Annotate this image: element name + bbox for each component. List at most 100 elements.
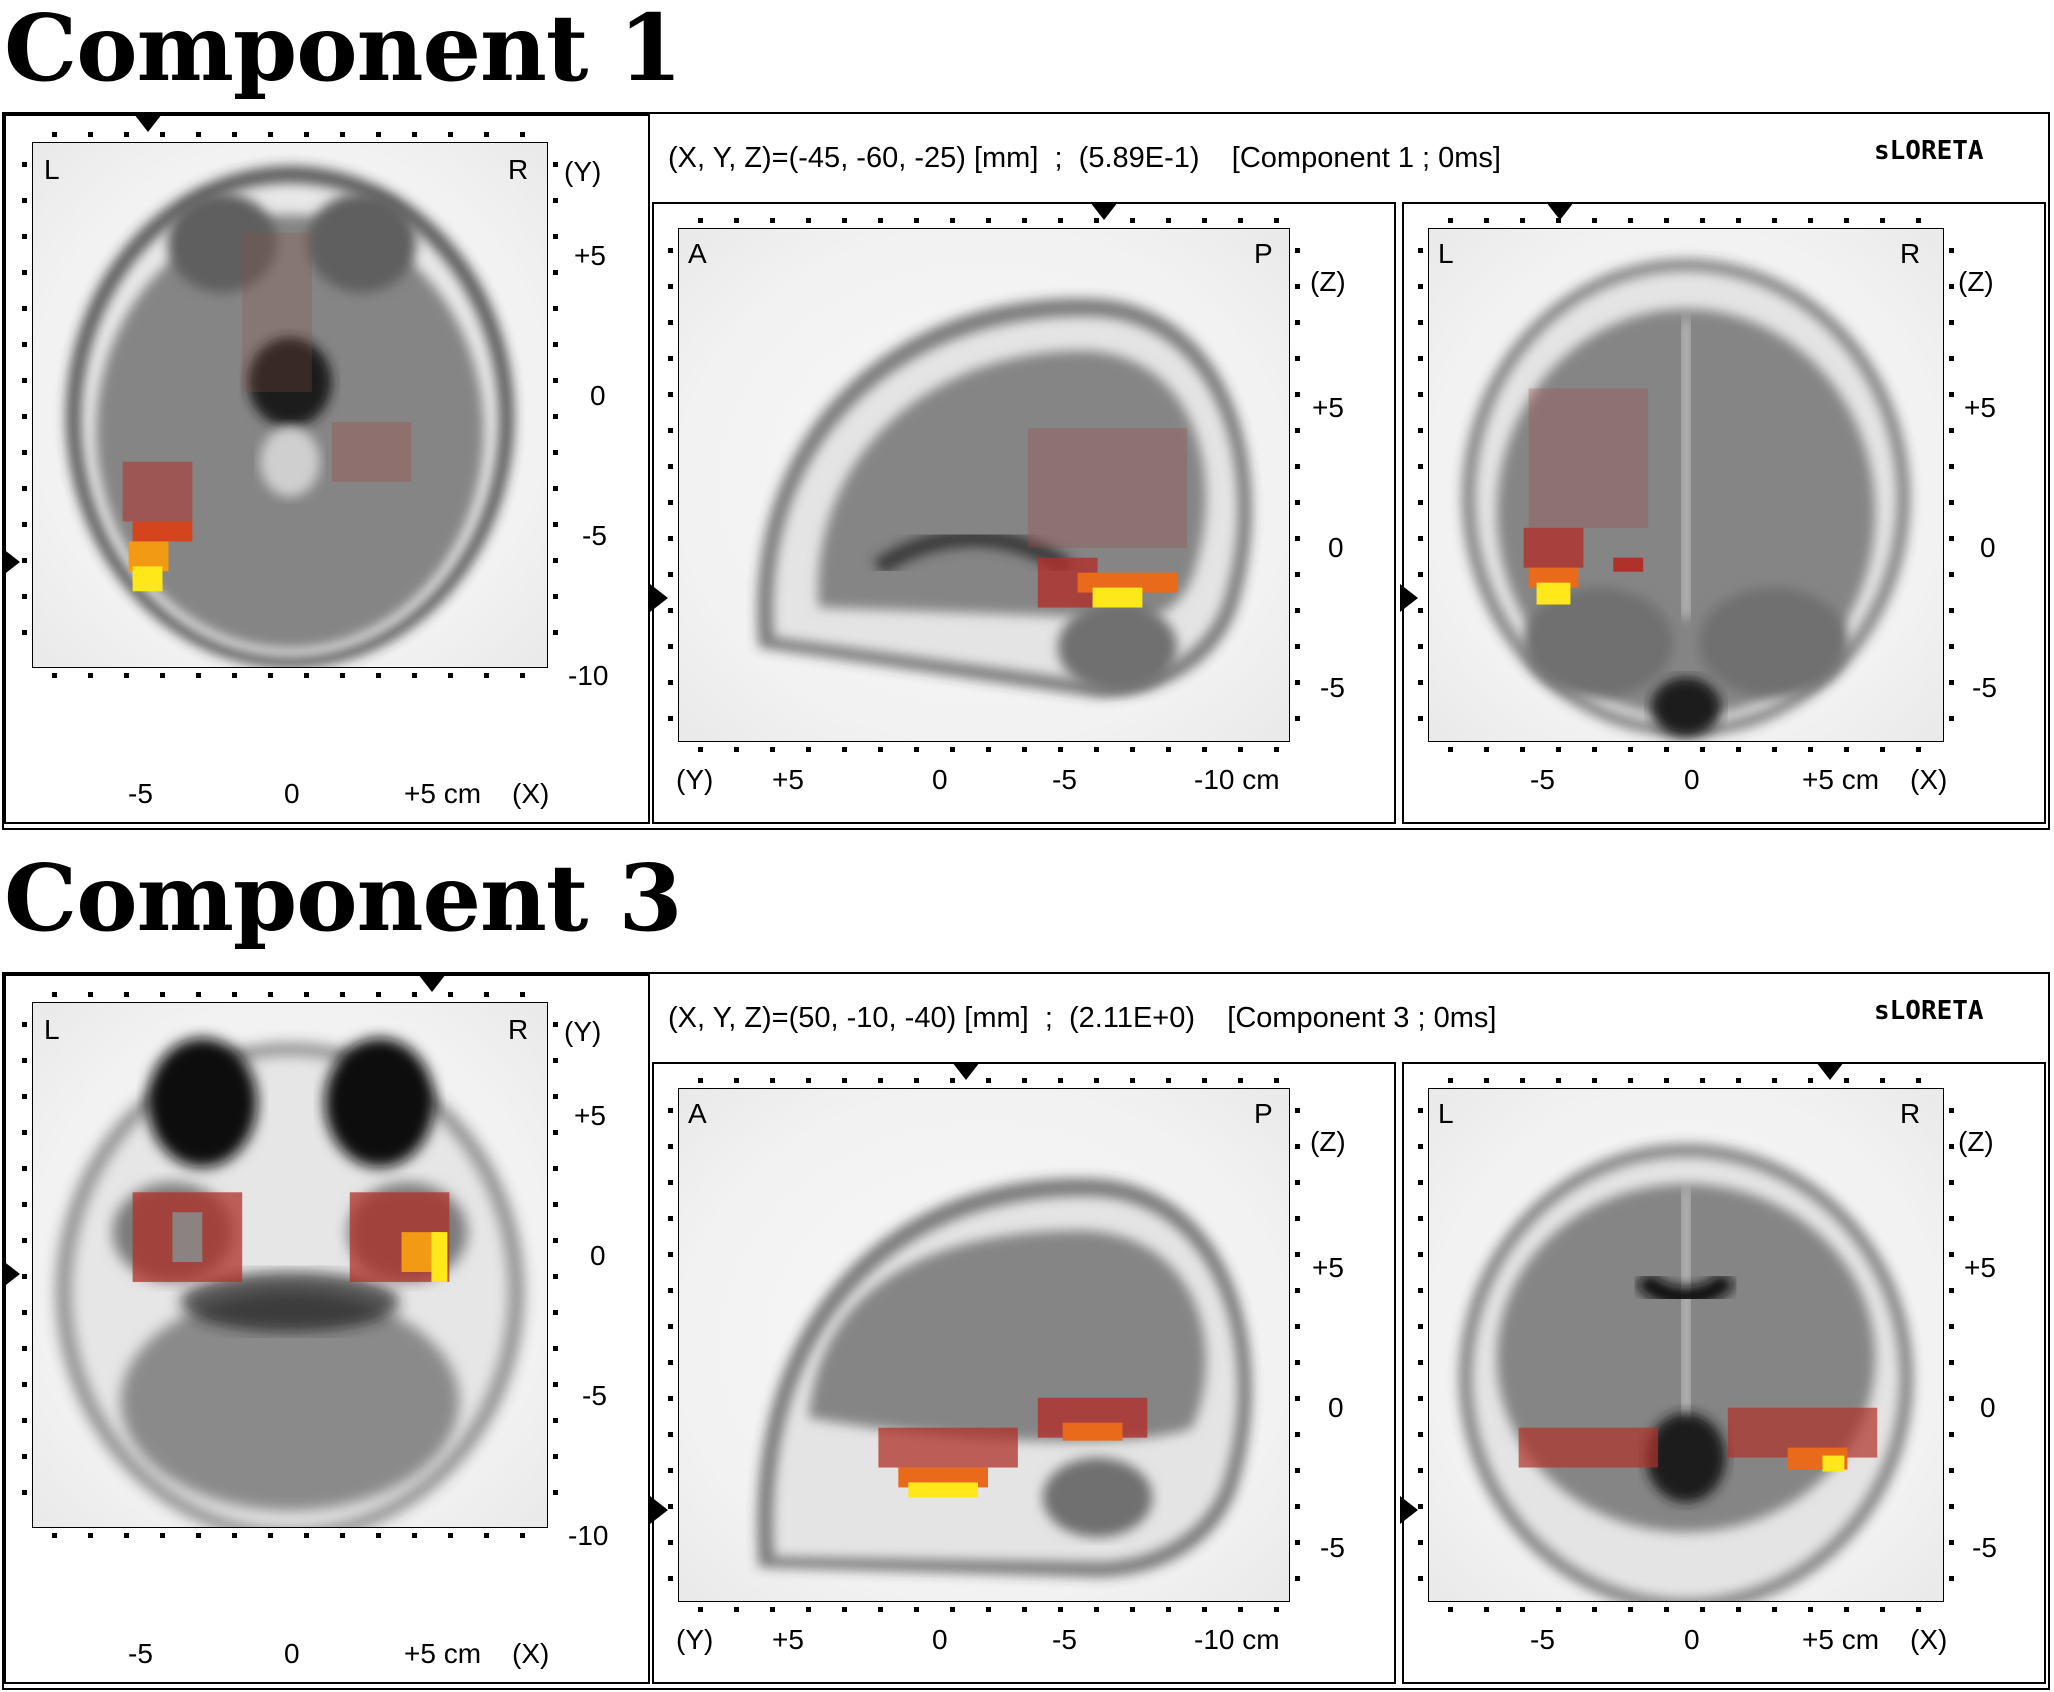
ruler-tick [1202, 747, 1207, 752]
ruler-tick [1916, 1078, 1921, 1083]
ruler-tick [1418, 428, 1423, 433]
sagittal-slice-image[interactable] [678, 1088, 1290, 1602]
ruler-tick [1808, 1078, 1813, 1083]
ruler-tick [1274, 1078, 1279, 1083]
ruler-tick [1418, 1324, 1423, 1329]
ruler-tick [698, 1078, 703, 1083]
ruler-tick [553, 234, 558, 239]
ruler-tick [1418, 644, 1423, 649]
ruler-tick [340, 132, 345, 137]
ruler-tick [668, 644, 673, 649]
coronal-top-marker[interactable] [1546, 202, 1574, 220]
ruler-tick [520, 1533, 525, 1538]
sagittal-top-marker[interactable] [952, 1062, 980, 1080]
axial-htick: -5 [128, 1638, 153, 1669]
ruler-tick [1664, 1078, 1669, 1083]
axial-view[interactable]: L R (Y) +5 0 -5 -10 -5 0 +5 cm (X) [2, 974, 650, 1684]
ruler-tick [1949, 1252, 1954, 1257]
ruler-tick [1295, 320, 1300, 325]
ruler-tick [1094, 218, 1099, 223]
ruler-tick [842, 1607, 847, 1612]
sagittal-htick: +5 [772, 1624, 804, 1655]
ruler-tick [1592, 1607, 1597, 1612]
ruler-tick [1295, 1540, 1300, 1545]
axial-corner-left: L [44, 1014, 60, 1045]
ruler-tick [1949, 1216, 1954, 1221]
ruler-tick [1058, 747, 1063, 752]
ruler-tick [1736, 1078, 1741, 1083]
ruler-tick [196, 1533, 201, 1538]
coronal-left-marker[interactable] [1400, 584, 1418, 612]
ruler-tick [52, 673, 57, 678]
ruler-tick [1664, 747, 1669, 752]
axial-top-marker[interactable] [134, 114, 162, 132]
ruler-tick [196, 992, 201, 997]
ruler-tick [1628, 1078, 1633, 1083]
ruler-tick [1484, 218, 1489, 223]
ruler-tick [22, 1130, 27, 1135]
coronal-vtick: -5 [1972, 1532, 1997, 1563]
ruler-tick [668, 572, 673, 577]
ruler-tick [1202, 218, 1207, 223]
sagittal-vtick: +5 [1312, 1252, 1344, 1283]
sagittal-view[interactable]: A P (Z) +5 0 -5 (Y) +5 0 -5 -10 cm [650, 202, 1396, 824]
sagittal-htick: -10 cm [1194, 1624, 1280, 1655]
ruler-tick [1808, 218, 1813, 223]
axial-vaxis-label: (Y) [564, 1016, 602, 1047]
coronal-vtick: -5 [1972, 672, 1997, 703]
ruler-tick [668, 1360, 673, 1365]
sagittal-view[interactable]: A P (Z) +5 0 -5 (Y) +5 0 -5 -10 cm [650, 1062, 1396, 1684]
axial-brain-graphic [55, 1037, 525, 1527]
ruler-tick [1808, 747, 1813, 752]
ruler-tick [1418, 284, 1423, 289]
sagittal-left-marker[interactable] [650, 1496, 668, 1524]
axial-view[interactable]: L R (Y) +5 0 -5 -10 -5 0 +5 cm (X) [2, 114, 650, 824]
ruler-tick [1295, 428, 1300, 433]
ruler-tick [668, 1396, 673, 1401]
ruler-tick [698, 218, 703, 223]
ruler-tick [668, 1180, 673, 1185]
ruler-tick [22, 162, 27, 167]
axial-slice-image[interactable] [32, 1002, 548, 1528]
ruler-tick [1556, 747, 1561, 752]
coronal-haxis-label: (X) [1910, 764, 1948, 795]
coronal-slice-image[interactable] [1428, 1088, 1944, 1602]
coronal-view[interactable]: L R (Z) +5 0 -5 -5 0 +5 cm (X) [1400, 1062, 2046, 1684]
sagittal-top-marker[interactable] [1090, 202, 1118, 220]
sagittal-slice-image[interactable] [678, 228, 1290, 742]
ruler-tick [1295, 680, 1300, 685]
axial-haxis-label: (X) [512, 778, 550, 809]
ruler-tick [1166, 1078, 1171, 1083]
cursor-readout: (X, Y, Z)=(-45, -60, -25) [mm] ; (5.89E-… [668, 142, 1501, 174]
ruler-tick [22, 1058, 27, 1063]
ruler-tick [553, 450, 558, 455]
ruler-tick [1949, 1360, 1954, 1365]
axial-slice-image[interactable] [32, 142, 548, 668]
coronal-view[interactable]: L R (Z) +5 0 -5 -5 0 +5 cm (X) [1400, 202, 2046, 824]
ruler-tick [1166, 747, 1171, 752]
ruler-tick [1880, 747, 1885, 752]
ruler-tick [22, 1382, 27, 1387]
ruler-tick [553, 270, 558, 275]
coronal-top-marker[interactable] [1816, 1062, 1844, 1080]
axial-left-marker[interactable] [2, 548, 20, 576]
axial-left-marker[interactable] [2, 1260, 20, 1288]
ruler-tick [553, 522, 558, 527]
ruler-tick [268, 673, 273, 678]
ruler-tick [376, 992, 381, 997]
ruler-tick [1700, 1078, 1705, 1083]
coronal-slice-image[interactable] [1428, 228, 1944, 742]
sagittal-left-marker[interactable] [650, 584, 668, 612]
ruler-tick [553, 630, 558, 635]
ruler-tick [668, 1504, 673, 1509]
coronal-left-marker[interactable] [1400, 1496, 1418, 1524]
ruler-tick [842, 1078, 847, 1083]
axial-top-marker[interactable] [418, 974, 446, 992]
ruler-tick [1295, 1216, 1300, 1221]
ruler-tick [668, 428, 673, 433]
ruler-tick [1949, 1432, 1954, 1437]
ruler-tick [196, 673, 201, 678]
coronal-corner-left: L [1438, 238, 1454, 269]
ruler-tick [22, 378, 27, 383]
software-brand: sLORETA [1874, 136, 1984, 166]
